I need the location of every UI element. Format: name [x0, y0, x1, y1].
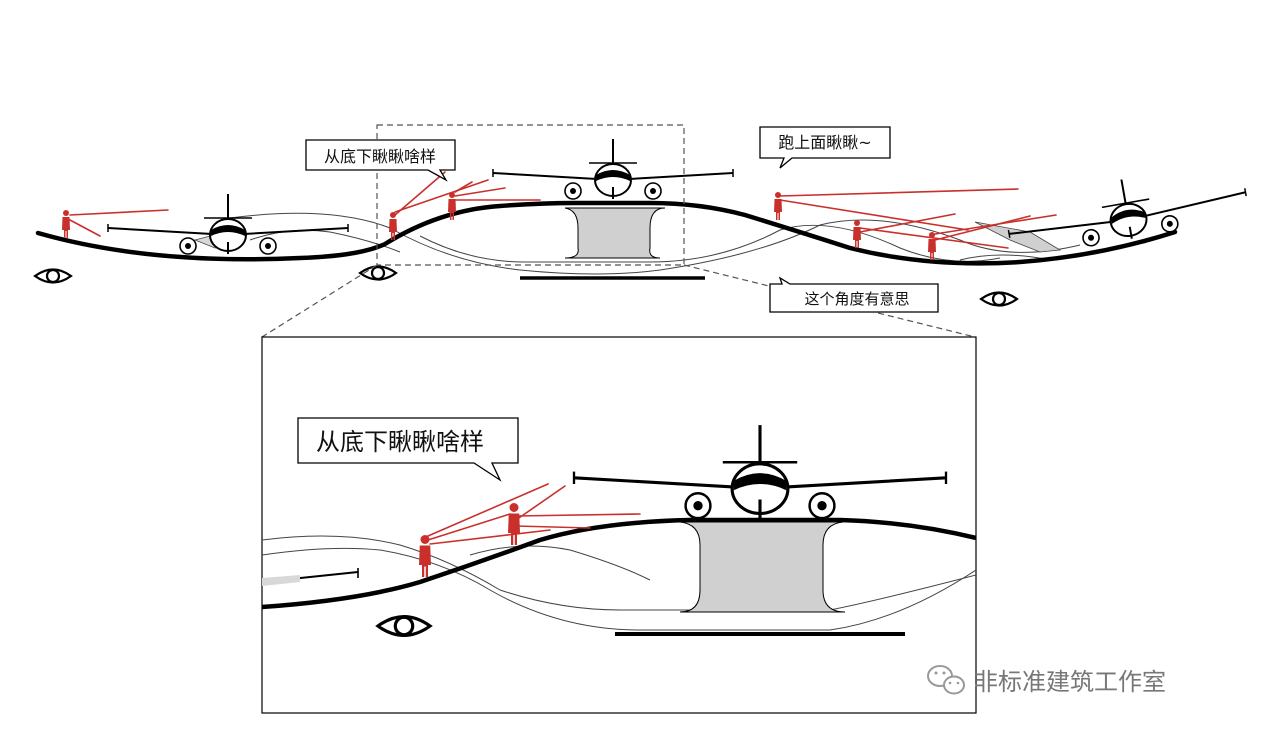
callout-from-below: 从底下瞅瞅啥样	[305, 139, 456, 182]
person-icon	[419, 535, 431, 577]
zoom-detail-panel: 从底下瞅瞅啥样	[261, 336, 977, 714]
sightlines	[427, 483, 641, 545]
overview-diagram: 从底下瞅瞅啥样 跑上面瞅瞅~ 这个角度有意思	[33, 124, 1251, 338]
wavy-ground-line	[262, 517, 976, 610]
eye-icon	[33, 268, 73, 284]
callout-text: 从底下瞅瞅啥样	[316, 428, 484, 456]
callout-from-below-zoomed: 从底下瞅瞅啥样	[297, 417, 519, 482]
watermark-text: 非标准建筑工作室	[974, 668, 1166, 696]
callout-interesting-angle: 这个角度有意思	[769, 276, 939, 313]
callout-text: 从底下瞅瞅啥样	[324, 147, 436, 166]
lower-path-line-2	[419, 224, 1001, 263]
zoom-frame	[261, 336, 977, 714]
wing-shade-left	[262, 575, 300, 586]
person-icon	[62, 210, 70, 238]
zoom-region-box	[376, 124, 685, 266]
eye-icon	[376, 614, 432, 638]
wavy-ground-line	[35, 200, 1178, 266]
tunnel-shading	[679, 521, 846, 613]
person-icon	[853, 220, 861, 248]
zoom-connector-left	[261, 264, 378, 338]
airplane-icon	[572, 423, 948, 520]
sightlines	[69, 171, 1057, 249]
lower-path-line	[262, 547, 976, 631]
wing-shade-right	[974, 221, 1062, 253]
person-icon	[508, 503, 520, 545]
lower-path-line-2	[262, 535, 976, 611]
callout-text: 这个角度有意思	[804, 290, 909, 308]
callout-text: 跑上面瞅瞅~	[778, 133, 871, 152]
person-icon	[928, 232, 936, 260]
eye-icon	[358, 265, 398, 281]
eye-icon	[979, 291, 1019, 307]
wechat-icon	[927, 665, 965, 695]
upper-path-line	[469, 545, 651, 581]
airplane-icon	[107, 193, 349, 255]
callout-run-on-top: 跑上面瞅瞅~	[759, 126, 891, 169]
tunnel-shading	[564, 207, 666, 259]
airplane-icon	[492, 138, 734, 200]
watermark: 非标准建筑工作室	[927, 665, 1166, 696]
